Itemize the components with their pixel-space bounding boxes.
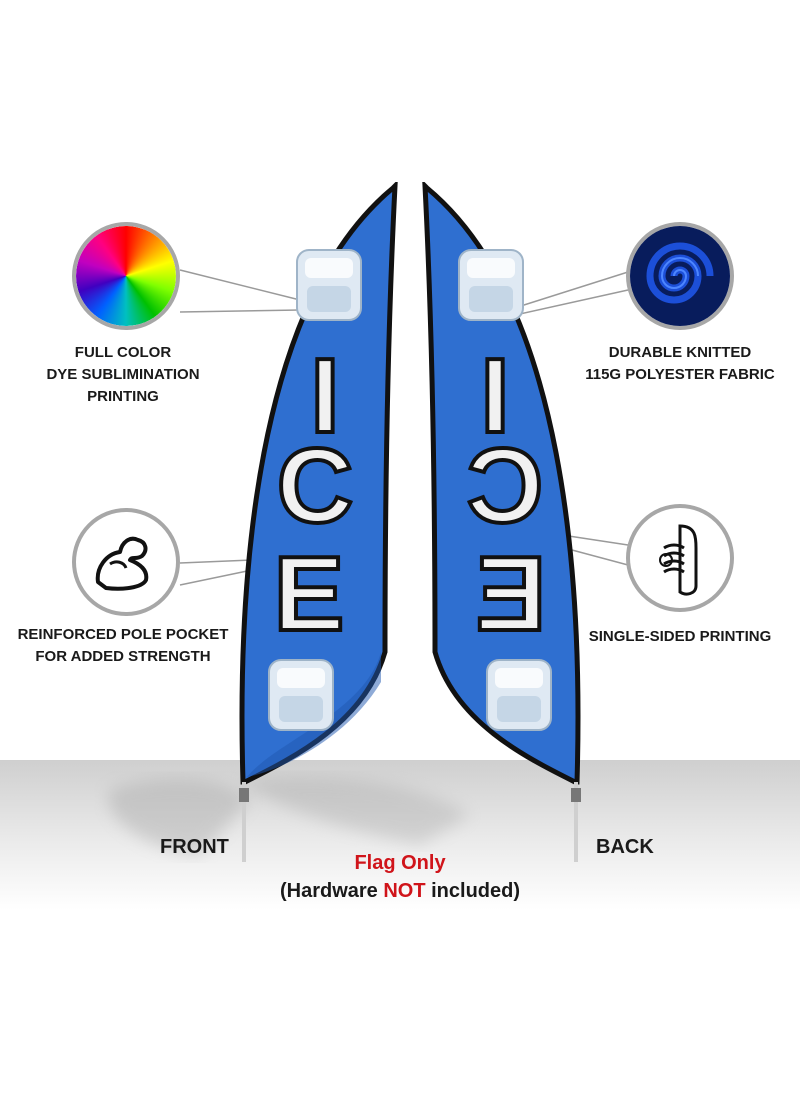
hardware-notice-suffix: included) <box>425 880 521 902</box>
flag-text: I C E <box>272 335 356 655</box>
flag-only-notice: Flag Only <box>354 852 446 874</box>
flag-letter-c-mirrored: C <box>467 427 544 545</box>
color-wheel-icon <box>72 222 180 330</box>
fabric-swirl-icon <box>626 222 734 330</box>
single-sided-print-icon <box>626 504 734 612</box>
flag-letter-i: I <box>310 337 339 455</box>
feature-pocket-label: REINFORCED POLE POCKET FOR ADDED STRENGT… <box>17 626 229 665</box>
front-label: FRONT <box>160 836 229 858</box>
back-label: BACK <box>596 836 654 858</box>
flag-letter-i-mirrored: I <box>480 337 509 455</box>
feature-printing-label: SINGLE-SIDED PRINTING <box>588 628 772 645</box>
ice-cube-icon <box>268 659 334 731</box>
front-flag: I C E <box>239 182 398 862</box>
hardware-notice-prefix: (Hardware <box>279 880 384 902</box>
feature-fabric-label: DURABLE KNITTED 115G POLYESTER FABRIC <box>585 344 775 383</box>
flag-letter-e: E <box>274 535 345 653</box>
back-flag: I C E <box>422 182 581 862</box>
hardware-notice: (Hardware NOT included) <box>0 880 800 903</box>
ice-cube-icon <box>296 249 362 321</box>
flexed-arm-icon <box>72 508 180 616</box>
flag-letter-e-mirrored: E <box>476 535 547 653</box>
hardware-notice-emphasis: NOT <box>383 880 426 902</box>
feature-color-label: FULL COLOR DYE SUBLIMINATION PRINTING <box>46 344 200 405</box>
flag-shadows <box>108 777 470 855</box>
flag-letter-c: C <box>277 427 354 545</box>
